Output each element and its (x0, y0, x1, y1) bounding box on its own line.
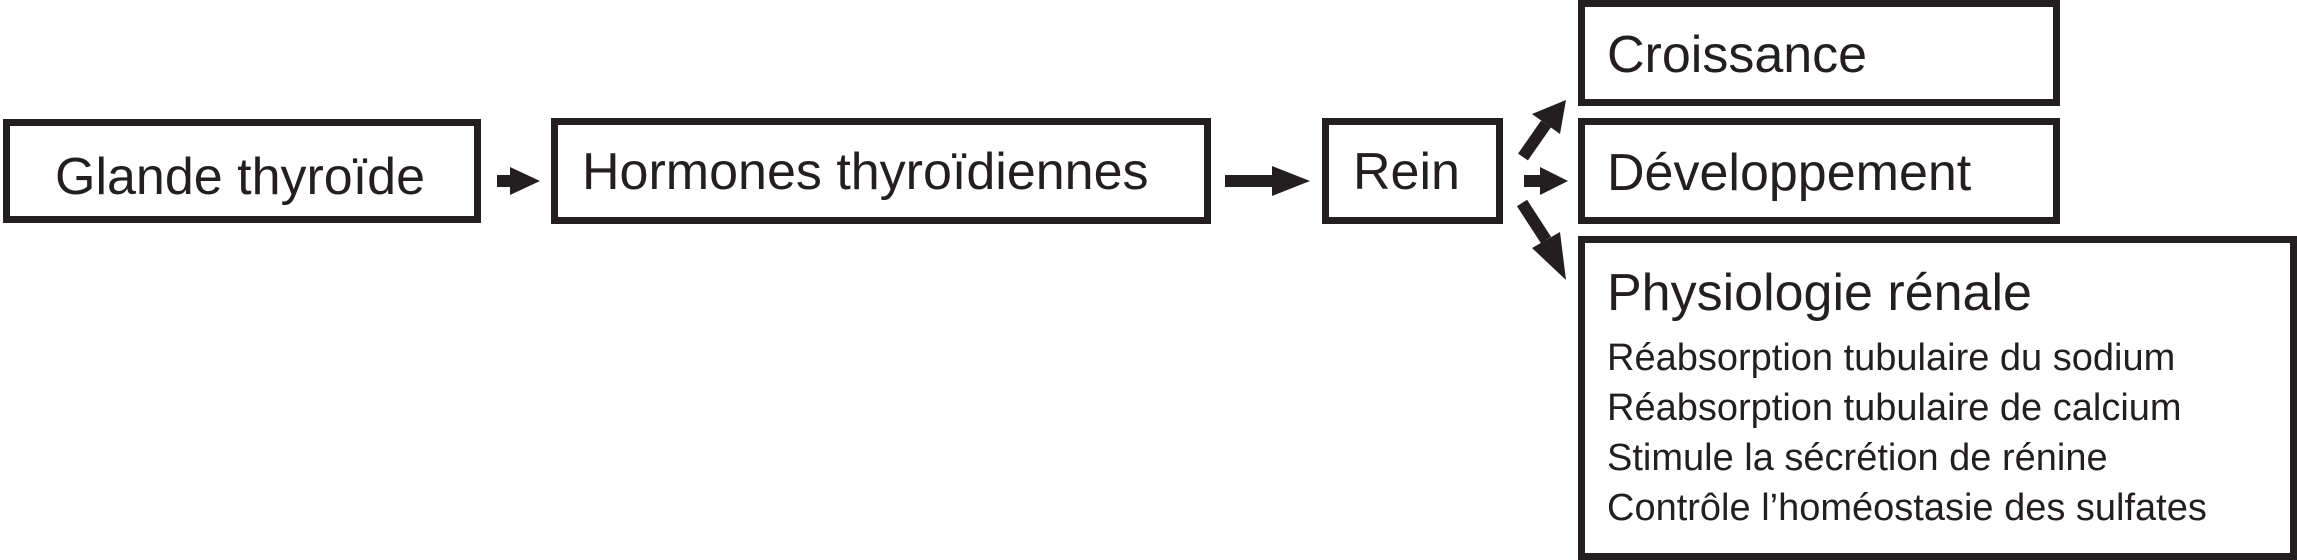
edge-kidney-renal (1516, 199, 1566, 280)
edge-kidney-growth (1518, 100, 1566, 161)
renal-detail-list: Réabsorption tubulaire du sodium Réabsor… (1607, 333, 2207, 533)
edge-thyroid-hormones (497, 167, 540, 195)
node-growth-label: Croissance (1607, 26, 1868, 84)
node-development-box: Développement (1578, 118, 2060, 224)
node-renal-box: Physiologie rénale Réabsorption tubulair… (1578, 236, 2297, 560)
renal-detail-item: Contrôle l’homéostasie des sulfates (1607, 487, 2207, 529)
renal-detail-item: Réabsorption tubulaire du sodium (1607, 337, 2176, 379)
node-kidney-label: Rein (1353, 143, 1460, 201)
node-renal-label: Physiologie rénale (1607, 264, 2032, 322)
node-kidney-box: Rein (1322, 118, 1503, 224)
node-growth-box: Croissance (1578, 0, 2060, 106)
edge-kidney-development (1524, 167, 1568, 195)
node-thyroid-box: Glande thyroïde (3, 119, 481, 223)
renal-detail-item: Stimule la sécrétion de rénine (1607, 437, 2108, 479)
node-development-label: Développement (1607, 144, 1972, 202)
node-thyroid-label: Glande thyroïde (55, 148, 426, 206)
node-hormones-label: Hormones thyroïdiennes (582, 143, 1149, 201)
node-hormones-box: Hormones thyroïdiennes (551, 118, 1211, 224)
edge-hormones-kidney (1225, 166, 1310, 196)
renal-detail-item: Réabsorption tubulaire de calcium (1607, 387, 2182, 429)
